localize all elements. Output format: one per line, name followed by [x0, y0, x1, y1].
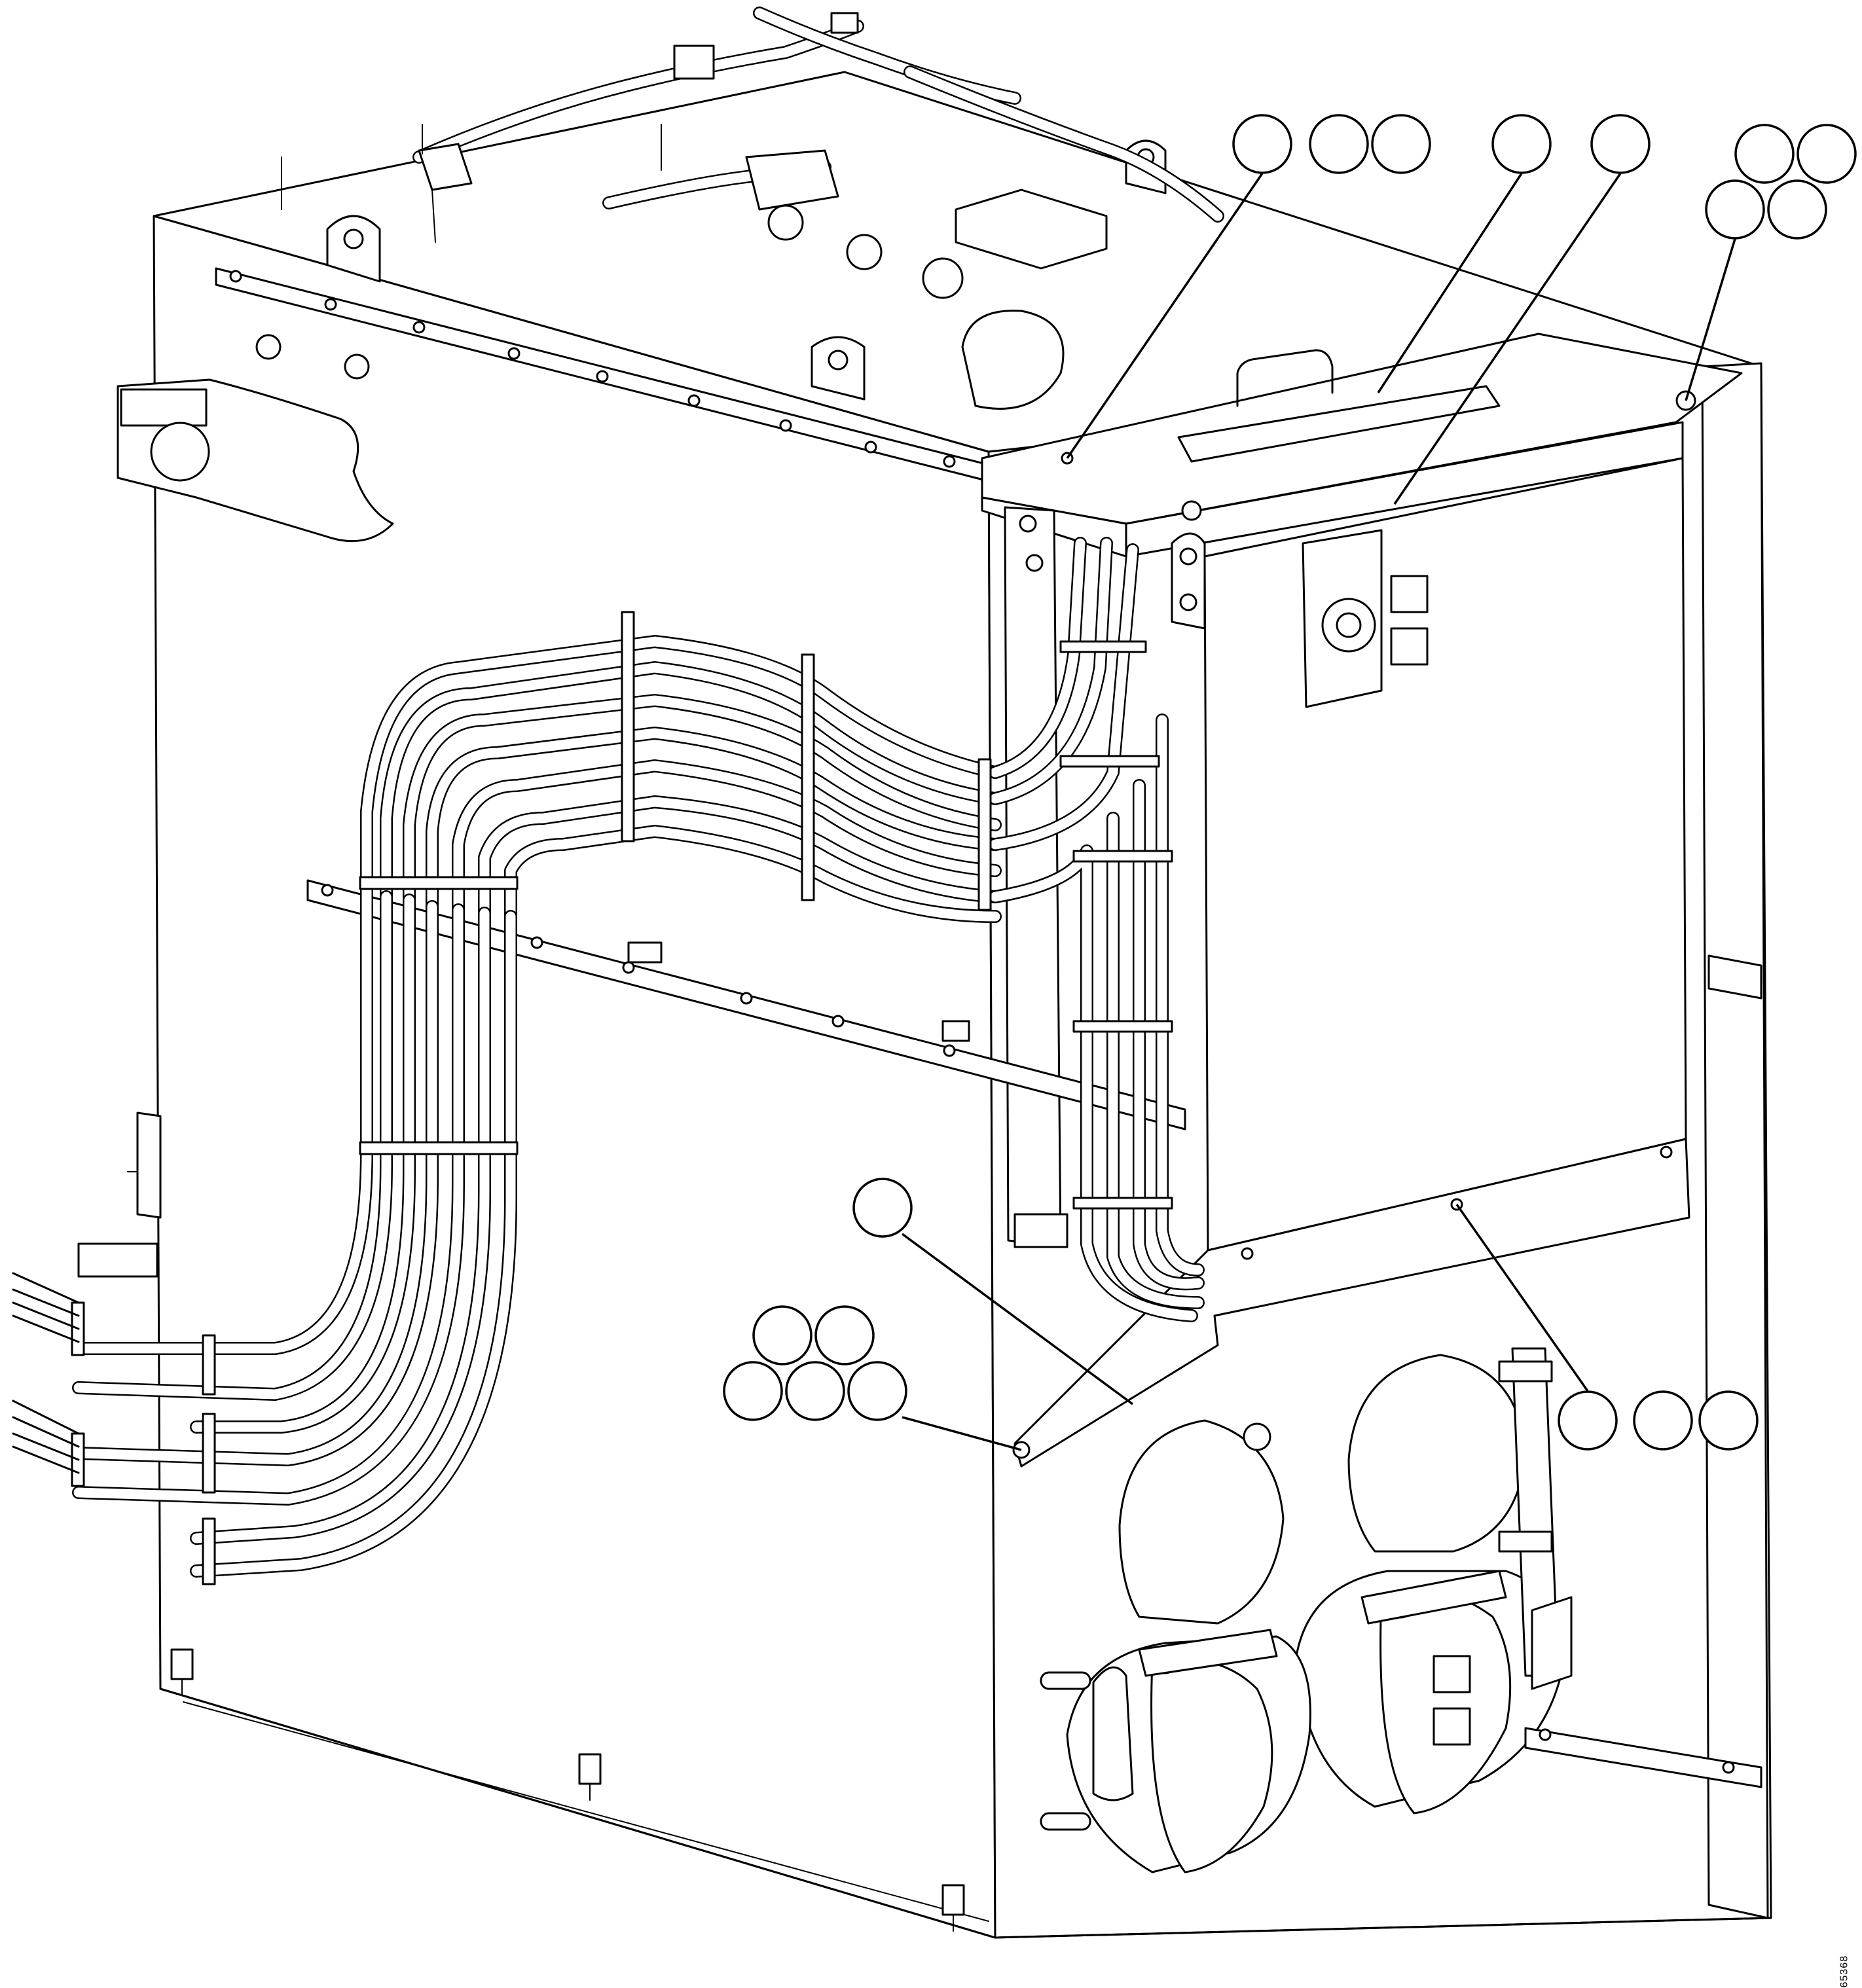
- callout-group-top-single-a: [1491, 114, 1552, 174]
- hose-bundle: [72, 537, 1205, 1578]
- mid-flange: [1004, 506, 1206, 1248]
- callout-circle: [814, 1305, 875, 1365]
- callout-circle: [1232, 114, 1292, 174]
- hose-ends: [12, 1272, 80, 1474]
- callout-circle: [1767, 179, 1827, 240]
- callout-circle: [1590, 114, 1651, 174]
- connector-receptacle-icon: [1040, 954, 1762, 1873]
- callout-group-lower-left-five: [723, 1305, 907, 1421]
- rear-flange-plate: [1701, 362, 1769, 1919]
- junction-box: [955, 189, 1108, 270]
- callout-circle: [1734, 124, 1795, 184]
- callout-circle: [847, 1361, 907, 1421]
- middle-rail: [306, 879, 1186, 1130]
- callout-circle: [1633, 1390, 1693, 1451]
- callout-circle: [1309, 114, 1369, 174]
- callout-group-top-left-triple: [1232, 114, 1431, 174]
- callout-circle: [1698, 1390, 1759, 1451]
- electrical-cabinet-icon: [1203, 457, 1687, 1252]
- callout-group-lower-right-triple: [1558, 1390, 1759, 1451]
- callout-circle: [752, 1305, 812, 1365]
- hose-bundle-icon: [12, 537, 1205, 1585]
- figure-number: 65368: [1838, 1955, 1850, 1988]
- upper-enclosure: [1203, 457, 1687, 1252]
- left-bracket: [117, 378, 394, 543]
- callout-group-mid-single: [852, 1178, 913, 1238]
- callout-circle: [1705, 179, 1765, 240]
- callout-circle: [1558, 1390, 1618, 1451]
- callout-circle: [852, 1178, 913, 1238]
- side-latch: [77, 1111, 162, 1278]
- top-piping: [255, 7, 1224, 410]
- leader-lines: [901, 173, 1736, 1451]
- rail-bolts: [229, 270, 956, 468]
- hose-clamps: [71, 611, 1173, 1585]
- callout-group-top-right-quad: [1705, 124, 1857, 240]
- lower-cover: [1012, 1138, 1690, 1468]
- callout-circle: [1371, 114, 1431, 174]
- callout-group-top-single-b: [1590, 114, 1651, 174]
- callout-circle: [1797, 124, 1857, 184]
- callout-circle: [723, 1361, 783, 1421]
- callout-circle: [785, 1361, 845, 1421]
- connector-cover-left: [1118, 1419, 1285, 1625]
- feet: [170, 1648, 965, 1932]
- callout-circle: [1491, 114, 1552, 174]
